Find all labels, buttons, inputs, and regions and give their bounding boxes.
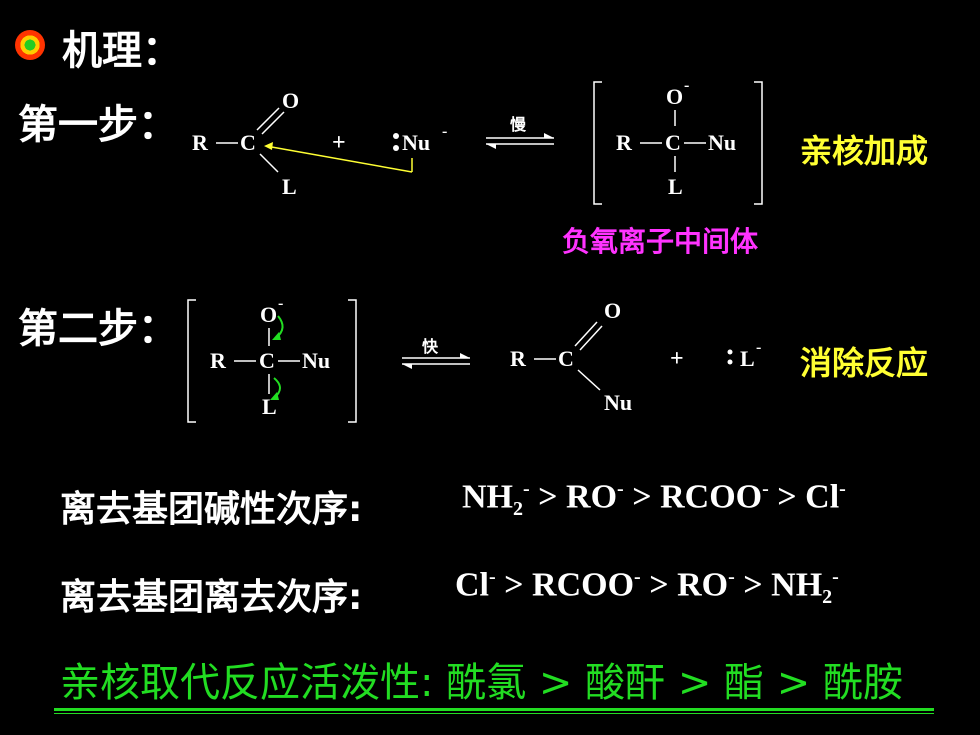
svg-text:-: -	[684, 77, 689, 94]
svg-text:L: L	[740, 346, 755, 371]
step2-intermediate-diagram: O - R C Nu L	[187, 295, 357, 423]
svg-text:C: C	[665, 130, 681, 155]
chem-Nu: Nu	[402, 130, 430, 155]
leaving-order-sequence: Cl- > RCOO- > RO- > NH2-	[455, 566, 839, 609]
svg-text:R: R	[510, 346, 527, 371]
reactivity-underline	[54, 708, 934, 714]
chem-L: L	[282, 174, 297, 199]
step2-equilibrium-arrow: 快	[402, 337, 470, 369]
step2-label: 第二步：	[18, 306, 178, 352]
chem-R: R	[192, 130, 209, 155]
svg-text:-: -	[278, 295, 283, 312]
svg-text:C: C	[259, 348, 275, 373]
step1-equilibrium-arrow: 慢	[486, 115, 554, 149]
svg-text:O: O	[666, 84, 683, 109]
rate-slow: 慢	[510, 115, 527, 134]
step1-type-label: 亲核加成	[800, 132, 929, 170]
chem-minus: -	[442, 123, 447, 140]
step1-intermediate-diagram: O - R C Nu L	[593, 77, 763, 205]
chem-plus: +	[332, 130, 346, 156]
chem-O: O	[282, 88, 299, 113]
basicity-order-sequence: NH2- > RO- > RCOO- > Cl-	[462, 478, 846, 521]
leaving-order-label: 离去基团离去次序:	[60, 577, 363, 618]
svg-text:L: L	[668, 174, 683, 199]
rate-fast: 快	[422, 337, 439, 356]
svg-text:+: +	[670, 346, 684, 372]
step2-product-diagram: R C O Nu + L -	[510, 298, 761, 415]
basicity-order-label: 离去基团碱性次序:	[60, 489, 363, 530]
svg-text:O: O	[260, 302, 277, 327]
reactivity-order: 亲核取代反应活泼性: 酰氯 > 酸酐 > 酯 > 酰胺	[60, 660, 904, 706]
title-bullet-icon	[15, 30, 45, 60]
svg-text:R: R	[210, 348, 227, 373]
svg-text:Nu: Nu	[302, 348, 330, 373]
svg-text:C: C	[558, 346, 574, 371]
svg-text:O: O	[604, 298, 621, 323]
step1-reactant-diagram: R C O L + Nu -	[192, 88, 447, 199]
svg-text:R: R	[616, 130, 633, 155]
step2-type-label: 消除反应	[800, 344, 929, 382]
intermediate-label: 负氧离子中间体	[562, 225, 759, 258]
svg-text:Nu: Nu	[604, 390, 632, 415]
step1-label: 第一步：	[18, 102, 178, 148]
svg-text:Nu: Nu	[708, 130, 736, 155]
svg-text:L: L	[262, 394, 277, 419]
svg-text:-: -	[756, 339, 761, 356]
slide-title: 机理：	[62, 28, 182, 74]
chem-C: C	[240, 130, 256, 155]
